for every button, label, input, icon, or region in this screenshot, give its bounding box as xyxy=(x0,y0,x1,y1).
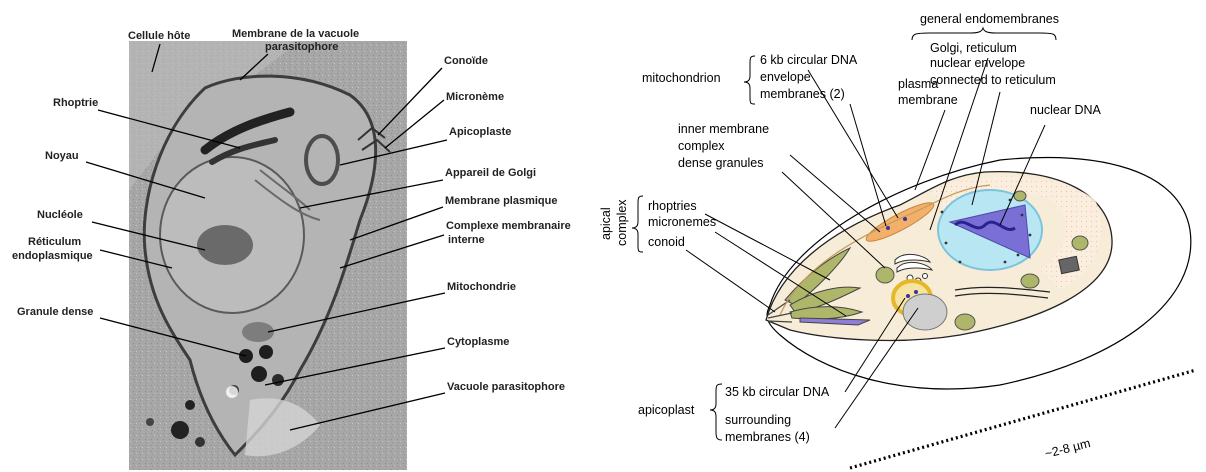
label-plasma: plasma xyxy=(898,77,938,91)
label-size: ~2-8 µm xyxy=(1043,436,1091,461)
label-rhoptries: rhoptries xyxy=(648,199,697,213)
label-membrane-vacuole-2: parasitophore xyxy=(265,41,338,53)
label-complex-vertical: complex xyxy=(615,199,629,246)
label-micronemes: micronemes xyxy=(648,215,716,229)
label-apicoplaste: Apicoplaste xyxy=(449,126,511,138)
label-nuclear-envelope-2: connected to reticulum xyxy=(930,73,1056,87)
label-complexe-membranaire: Complexe membranaire xyxy=(446,220,571,232)
label-inner-membrane: inner membrane xyxy=(678,122,769,136)
label-rhoptrie: Rhoptrie xyxy=(53,97,98,109)
label-conoide: Conoïde xyxy=(444,55,488,67)
label-nuclear-envelope: nuclear envelope xyxy=(930,56,1025,70)
label-mito-dna: 6 kb circular DNA xyxy=(760,53,858,67)
label-surrounding-2: membranes (4) xyxy=(725,430,810,444)
label-complex: complex xyxy=(678,139,725,153)
label-dense-granules: dense granules xyxy=(678,156,763,170)
label-surrounding: surrounding xyxy=(725,413,791,427)
label-nuclear-dna: nuclear DNA xyxy=(1030,103,1102,117)
label-membrane: membrane xyxy=(898,93,958,107)
label-api-dna: 35 kb circular DNA xyxy=(725,385,830,399)
label-mitochondrion: mitochondrion xyxy=(642,71,721,85)
label-mitochondrie: Mitochondrie xyxy=(447,281,516,293)
label-general-endomembranes: general endomembranes xyxy=(920,12,1059,26)
label-noyau: Noyau xyxy=(45,150,79,162)
label-apical: apical xyxy=(599,207,613,240)
label-granule-dense: Granule dense xyxy=(17,306,93,318)
label-microneme: Micronème xyxy=(446,91,504,103)
label-nucleole: Nucléole xyxy=(37,209,83,221)
label-vacuole-parasitophore: Vacuole parasitophore xyxy=(447,381,565,393)
label-mito-envelope-2: membranes (2) xyxy=(760,87,845,101)
label-mito-envelope: envelope xyxy=(760,70,811,84)
label-cytoplasme: Cytoplasme xyxy=(447,336,509,348)
label-apicoplast: apicoplast xyxy=(638,403,695,417)
label-reticulum: Réticulum xyxy=(28,236,81,248)
label-cellule-hote: Cellule hôte xyxy=(128,30,190,42)
label-complexe-interne: interne xyxy=(448,234,485,246)
schematic-cell xyxy=(766,158,1191,389)
label-golgi-reticulum: Golgi, reticulum xyxy=(930,41,1017,55)
label-appareil-golgi: Appareil de Golgi xyxy=(445,167,536,179)
label-reticulum-2: endoplasmique xyxy=(12,250,93,262)
micrograph xyxy=(129,41,407,470)
label-membrane-vacuole: Membrane de la vacuole xyxy=(232,28,359,40)
label-membrane-plasmique: Membrane plasmique xyxy=(445,195,557,207)
label-conoid: conoid xyxy=(648,235,685,249)
